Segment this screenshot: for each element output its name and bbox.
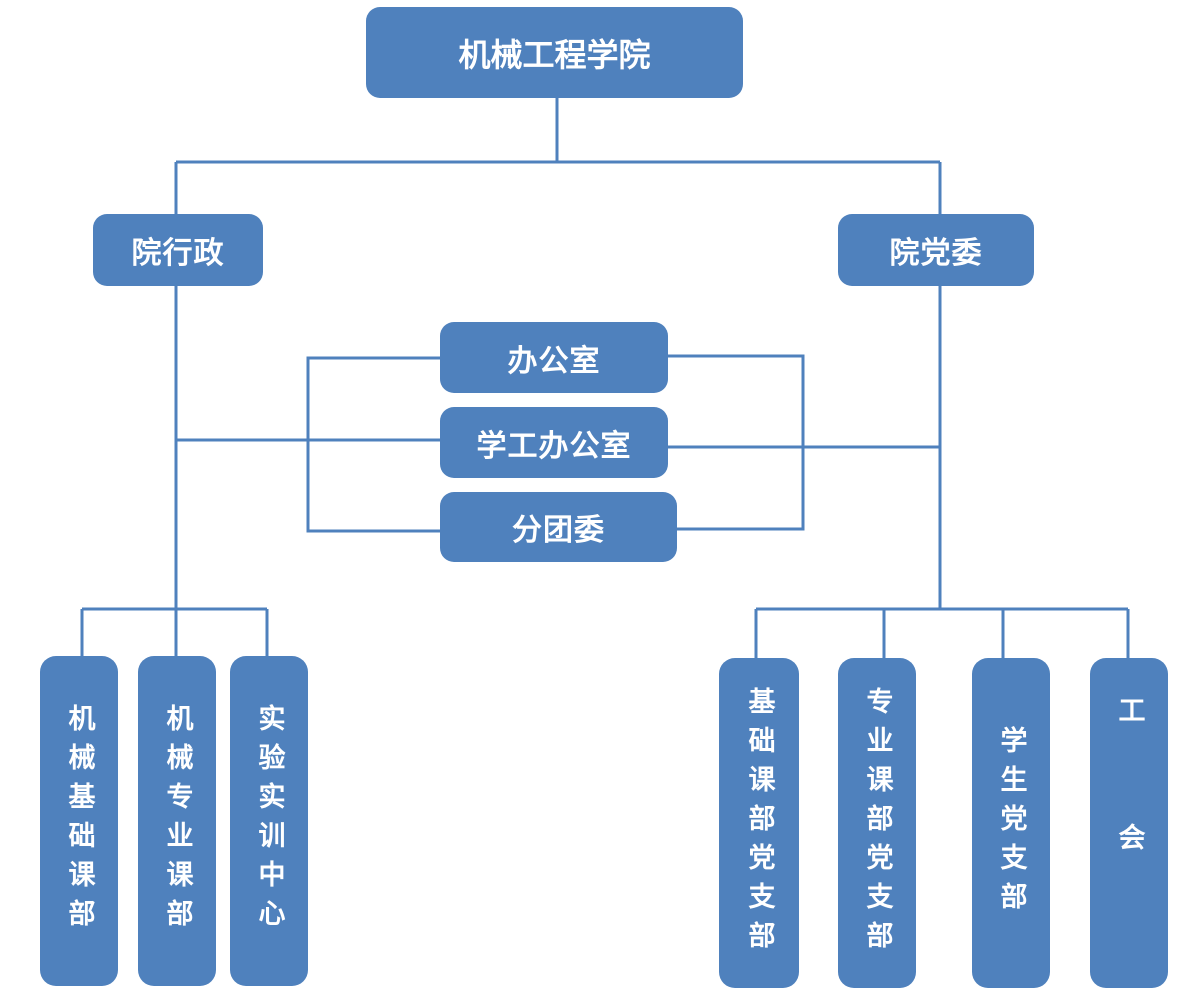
root-label: 机械工程学院 [458, 35, 651, 74]
office-label: 办公室 [507, 343, 601, 379]
student-affairs-node: 学工办公室 [440, 407, 668, 478]
party-label: 院党委 [889, 236, 983, 271]
admin-unit-mech-basic: 机械基础课部 [40, 656, 118, 986]
admin-unit-label: 机械基础课部 [63, 704, 95, 938]
student-affairs-label: 学工办公室 [476, 428, 632, 464]
party-unit-basic-branch: 基础课部党支部 [719, 658, 799, 988]
connector [306, 356, 440, 533]
party-unit-major-branch: 专业课部党支部 [838, 658, 916, 988]
party-unit-label: 工会 [1113, 696, 1145, 950]
admin-label: 院行政 [131, 236, 225, 271]
youth-league-node: 分团委 [440, 492, 677, 562]
party-unit-label: 基础课部党支部 [743, 686, 775, 960]
admin-unit-label: 机械专业课部 [161, 704, 193, 938]
party-node: 院党委 [838, 214, 1034, 286]
party-unit-student-branch: 学生党支部 [972, 658, 1050, 988]
admin-unit-training-center: 实验实训中心 [230, 656, 308, 986]
connector [666, 354, 805, 531]
office-node: 办公室 [440, 322, 668, 393]
party-unit-union: 工会 [1090, 658, 1168, 988]
root-node: 机械工程学院 [366, 7, 743, 98]
party-unit-label: 学生党支部 [995, 725, 1027, 921]
admin-unit-mech-major: 机械专业课部 [138, 656, 216, 986]
admin-unit-label: 实验实训中心 [253, 704, 285, 938]
party-unit-label: 专业课部党支部 [861, 686, 893, 960]
admin-node: 院行政 [93, 214, 263, 286]
youth-league-label: 分团委 [512, 513, 605, 548]
